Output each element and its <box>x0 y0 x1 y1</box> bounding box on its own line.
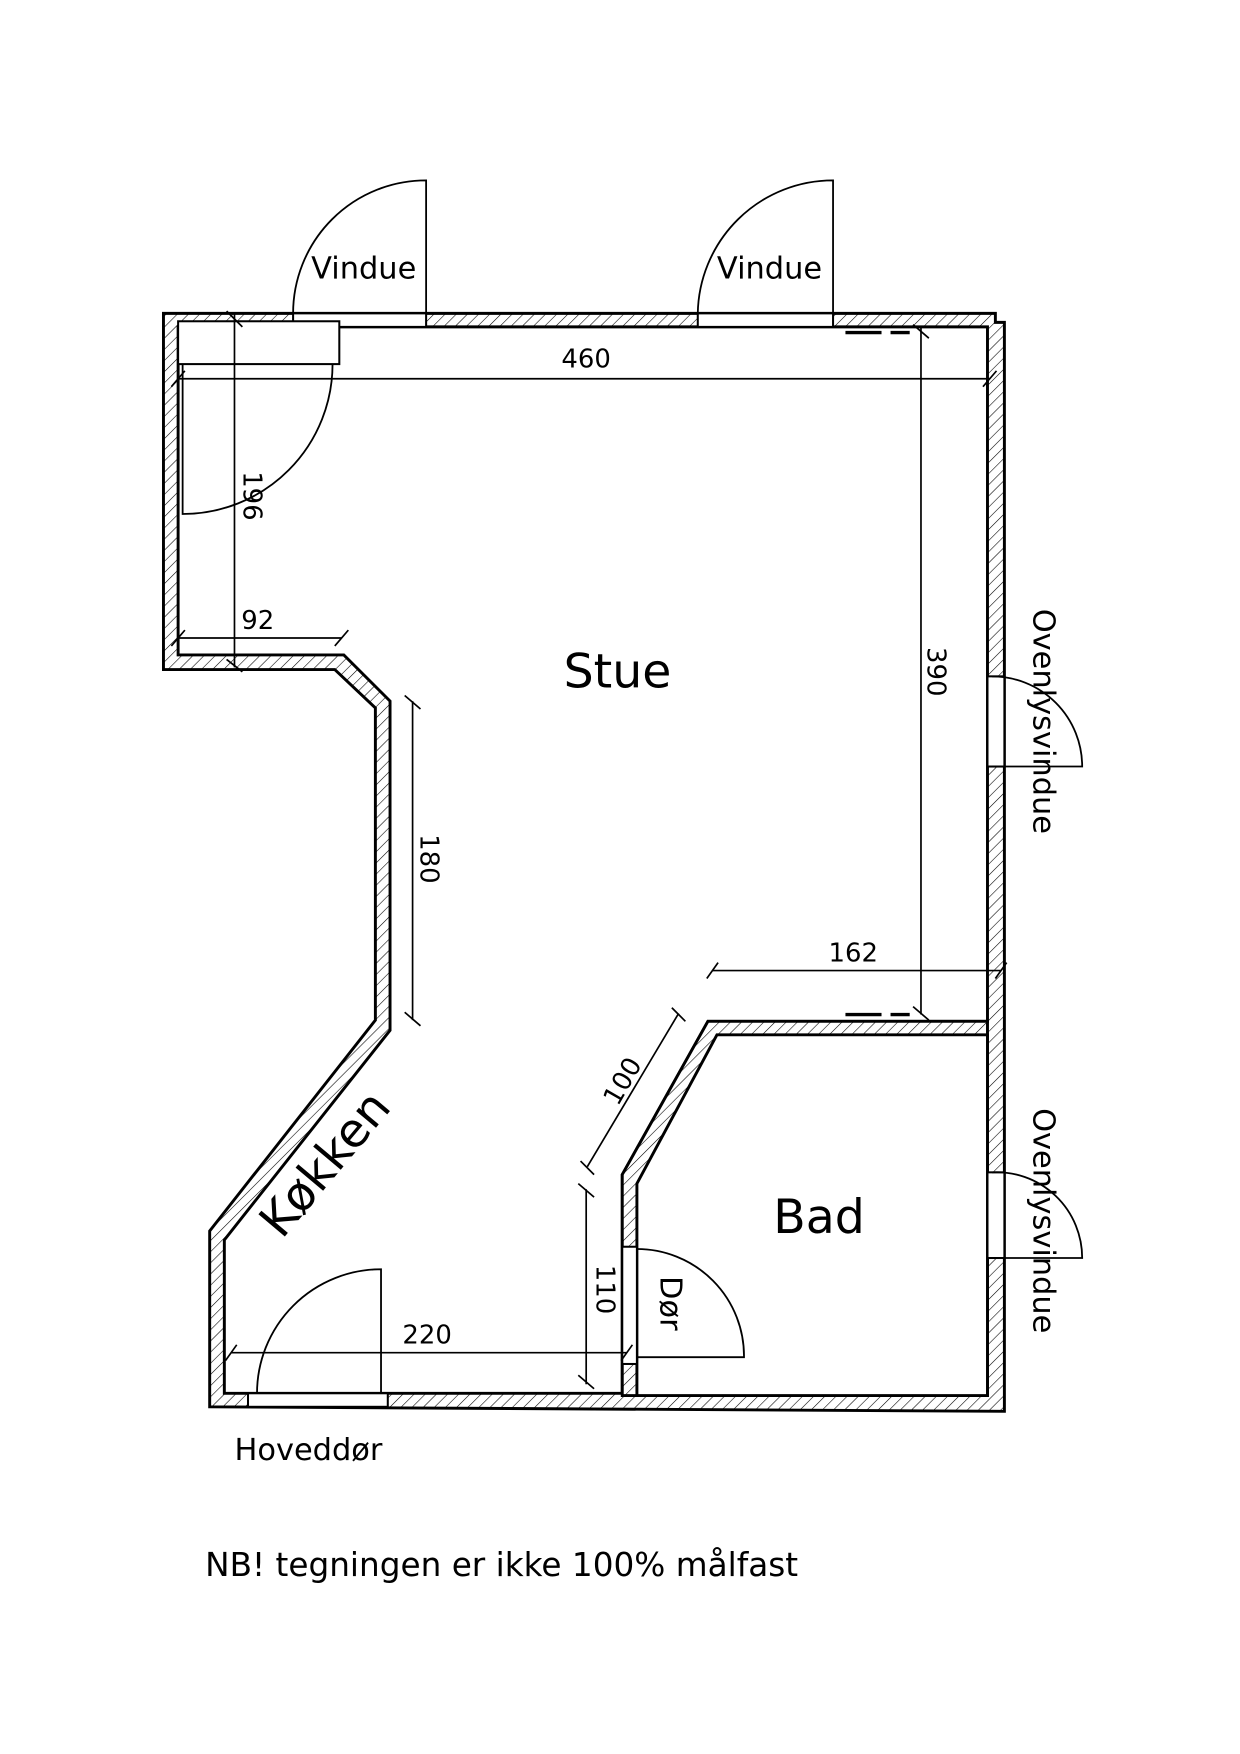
skylight-lower-swing <box>991 1171 1084 1259</box>
dashed-marks <box>845 330 910 1017</box>
bathroom-door-label: Dør <box>653 1276 688 1331</box>
skylight-upper-opening <box>986 675 1006 768</box>
window-right-label: Vindue <box>717 251 822 286</box>
bathroom-door <box>621 1245 745 1365</box>
cabinet <box>177 320 341 366</box>
skylight-upper-swing <box>991 675 1084 768</box>
bathroom-door-swing <box>636 1248 745 1359</box>
dim-390-label: 390 <box>921 647 951 696</box>
skylight-lower-opening <box>986 1171 1006 1260</box>
window-left-swing <box>292 179 428 314</box>
main-door <box>246 1268 389 1408</box>
main-door-label: Hoveddør <box>234 1433 382 1468</box>
skylight-lower-label: Ovenlysvindue <box>1026 1108 1061 1333</box>
dimension-lines <box>170 310 1008 1390</box>
dim-196-label: 196 <box>236 471 266 520</box>
bathroom-door-opening <box>621 1245 638 1365</box>
bathroom-walls <box>620 1019 989 1398</box>
room-label-stue: Stue <box>564 645 672 700</box>
skylight-upper <box>986 675 1084 768</box>
window-left-label: Vindue <box>311 251 416 286</box>
door-swing-upper-left <box>181 364 334 515</box>
dim-162-label: 162 <box>829 939 878 969</box>
dim-460-label: 460 <box>561 344 610 374</box>
dim-92-label: 92 <box>241 606 274 636</box>
skylight-lower <box>986 1171 1084 1260</box>
bathroom-wall-inner <box>635 1033 989 1398</box>
dim-180-label: 180 <box>413 834 443 883</box>
dim-110-label: 110 <box>589 1265 619 1314</box>
dim-100-line <box>586 1012 680 1168</box>
window-right-opening <box>696 312 835 328</box>
room-label-bad: Bad <box>773 1190 865 1245</box>
disclaimer-note: NB! tegningen er ikke 100% målfast <box>205 1546 798 1584</box>
main-door-opening <box>246 1392 389 1408</box>
dim-220-label: 220 <box>402 1321 451 1351</box>
window-right-swing <box>696 179 834 314</box>
main-door-swing <box>256 1268 382 1394</box>
window-right <box>696 179 835 328</box>
upper-left-door <box>177 320 341 515</box>
skylight-upper-label: Ovenlysvindue <box>1026 609 1061 834</box>
